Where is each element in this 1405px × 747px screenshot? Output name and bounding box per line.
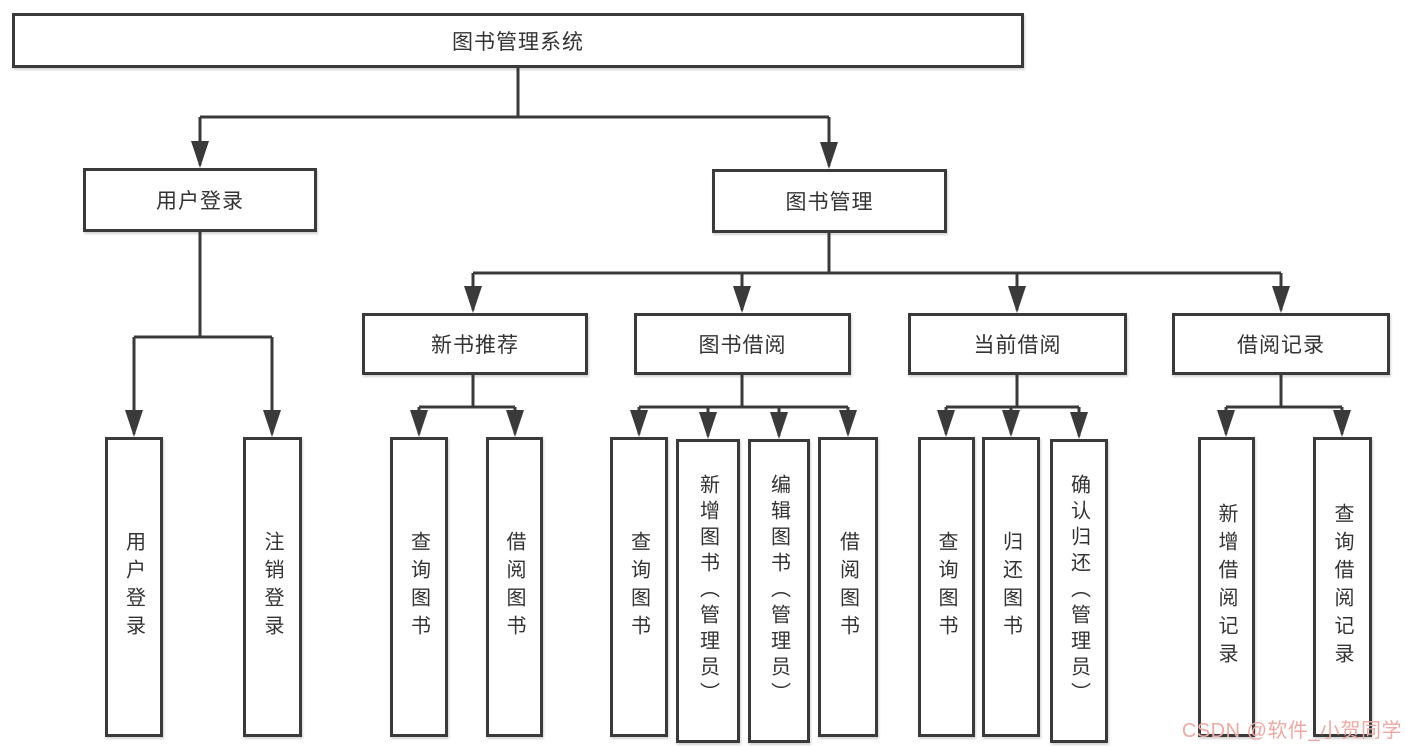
node-borrow-records: 借阅记录 (1172, 313, 1390, 375)
leaf-confirm-return-admin: 确认归还（管理员） (1050, 439, 1108, 743)
leaf-query-books: 查询图书 (390, 437, 448, 737)
leaf-query-borrow-record: 查询借阅记录 (1313, 437, 1372, 737)
csdn-watermark: CSDN @软件_小贺同学 (1181, 720, 1402, 742)
arrowhead-icon (410, 410, 524, 437)
connector-line (417, 375, 517, 434)
arrowhead-icon (630, 410, 857, 439)
leaf-return-books: 归还图书 (982, 437, 1040, 737)
connector-line (471, 233, 1283, 310)
leaf-add-borrow-record: 新增借阅记录 (1198, 437, 1255, 737)
connector-borrow-records-to-leaves (1217, 375, 1351, 437)
leaf-add-books-admin: 新增图书（管理员） (676, 439, 740, 743)
node-current-borrow: 当前借阅 (908, 313, 1127, 375)
connector-new-book-rec-to-leaves (410, 375, 524, 437)
leaf-logout: 注销登录 (243, 437, 302, 737)
connector-line (132, 232, 274, 434)
arrowhead-icon (464, 286, 1290, 313)
connector-line (1224, 375, 1344, 434)
leaf-user-login: 用户登录 (105, 437, 163, 737)
node-new-book-recommend: 新书推荐 (362, 313, 588, 375)
leaf-borrow-books: 借阅图书 (486, 437, 543, 737)
arrowhead-icon (125, 410, 281, 437)
connector-book-mgmt-to-level3 (464, 233, 1290, 313)
connector-line (637, 375, 850, 436)
arrowhead-icon (191, 141, 838, 169)
connector-book-borrow-to-leaves (630, 375, 857, 439)
leaf-query-books: 查询图书 (610, 437, 668, 737)
leaf-borrow-books: 借阅图书 (818, 437, 878, 737)
connector-user-login-to-leaves (125, 232, 281, 437)
connector-line (198, 68, 831, 166)
leaf-edit-books-admin: 编辑图书（管理员） (748, 439, 810, 743)
arrowhead-icon (937, 410, 1088, 439)
connector-current-borrow-to-leaves (937, 375, 1088, 439)
connector-root-to-level2 (191, 68, 838, 169)
node-user-login: 用户登录 (83, 168, 317, 232)
node-book-management: 图书管理 (712, 169, 947, 233)
leaf-query-books: 查询图书 (918, 437, 975, 737)
node-book-borrow: 图书借阅 (634, 313, 851, 375)
arrowhead-icon (1217, 410, 1351, 437)
node-library-management-system: 图书管理系统 (12, 13, 1024, 68)
